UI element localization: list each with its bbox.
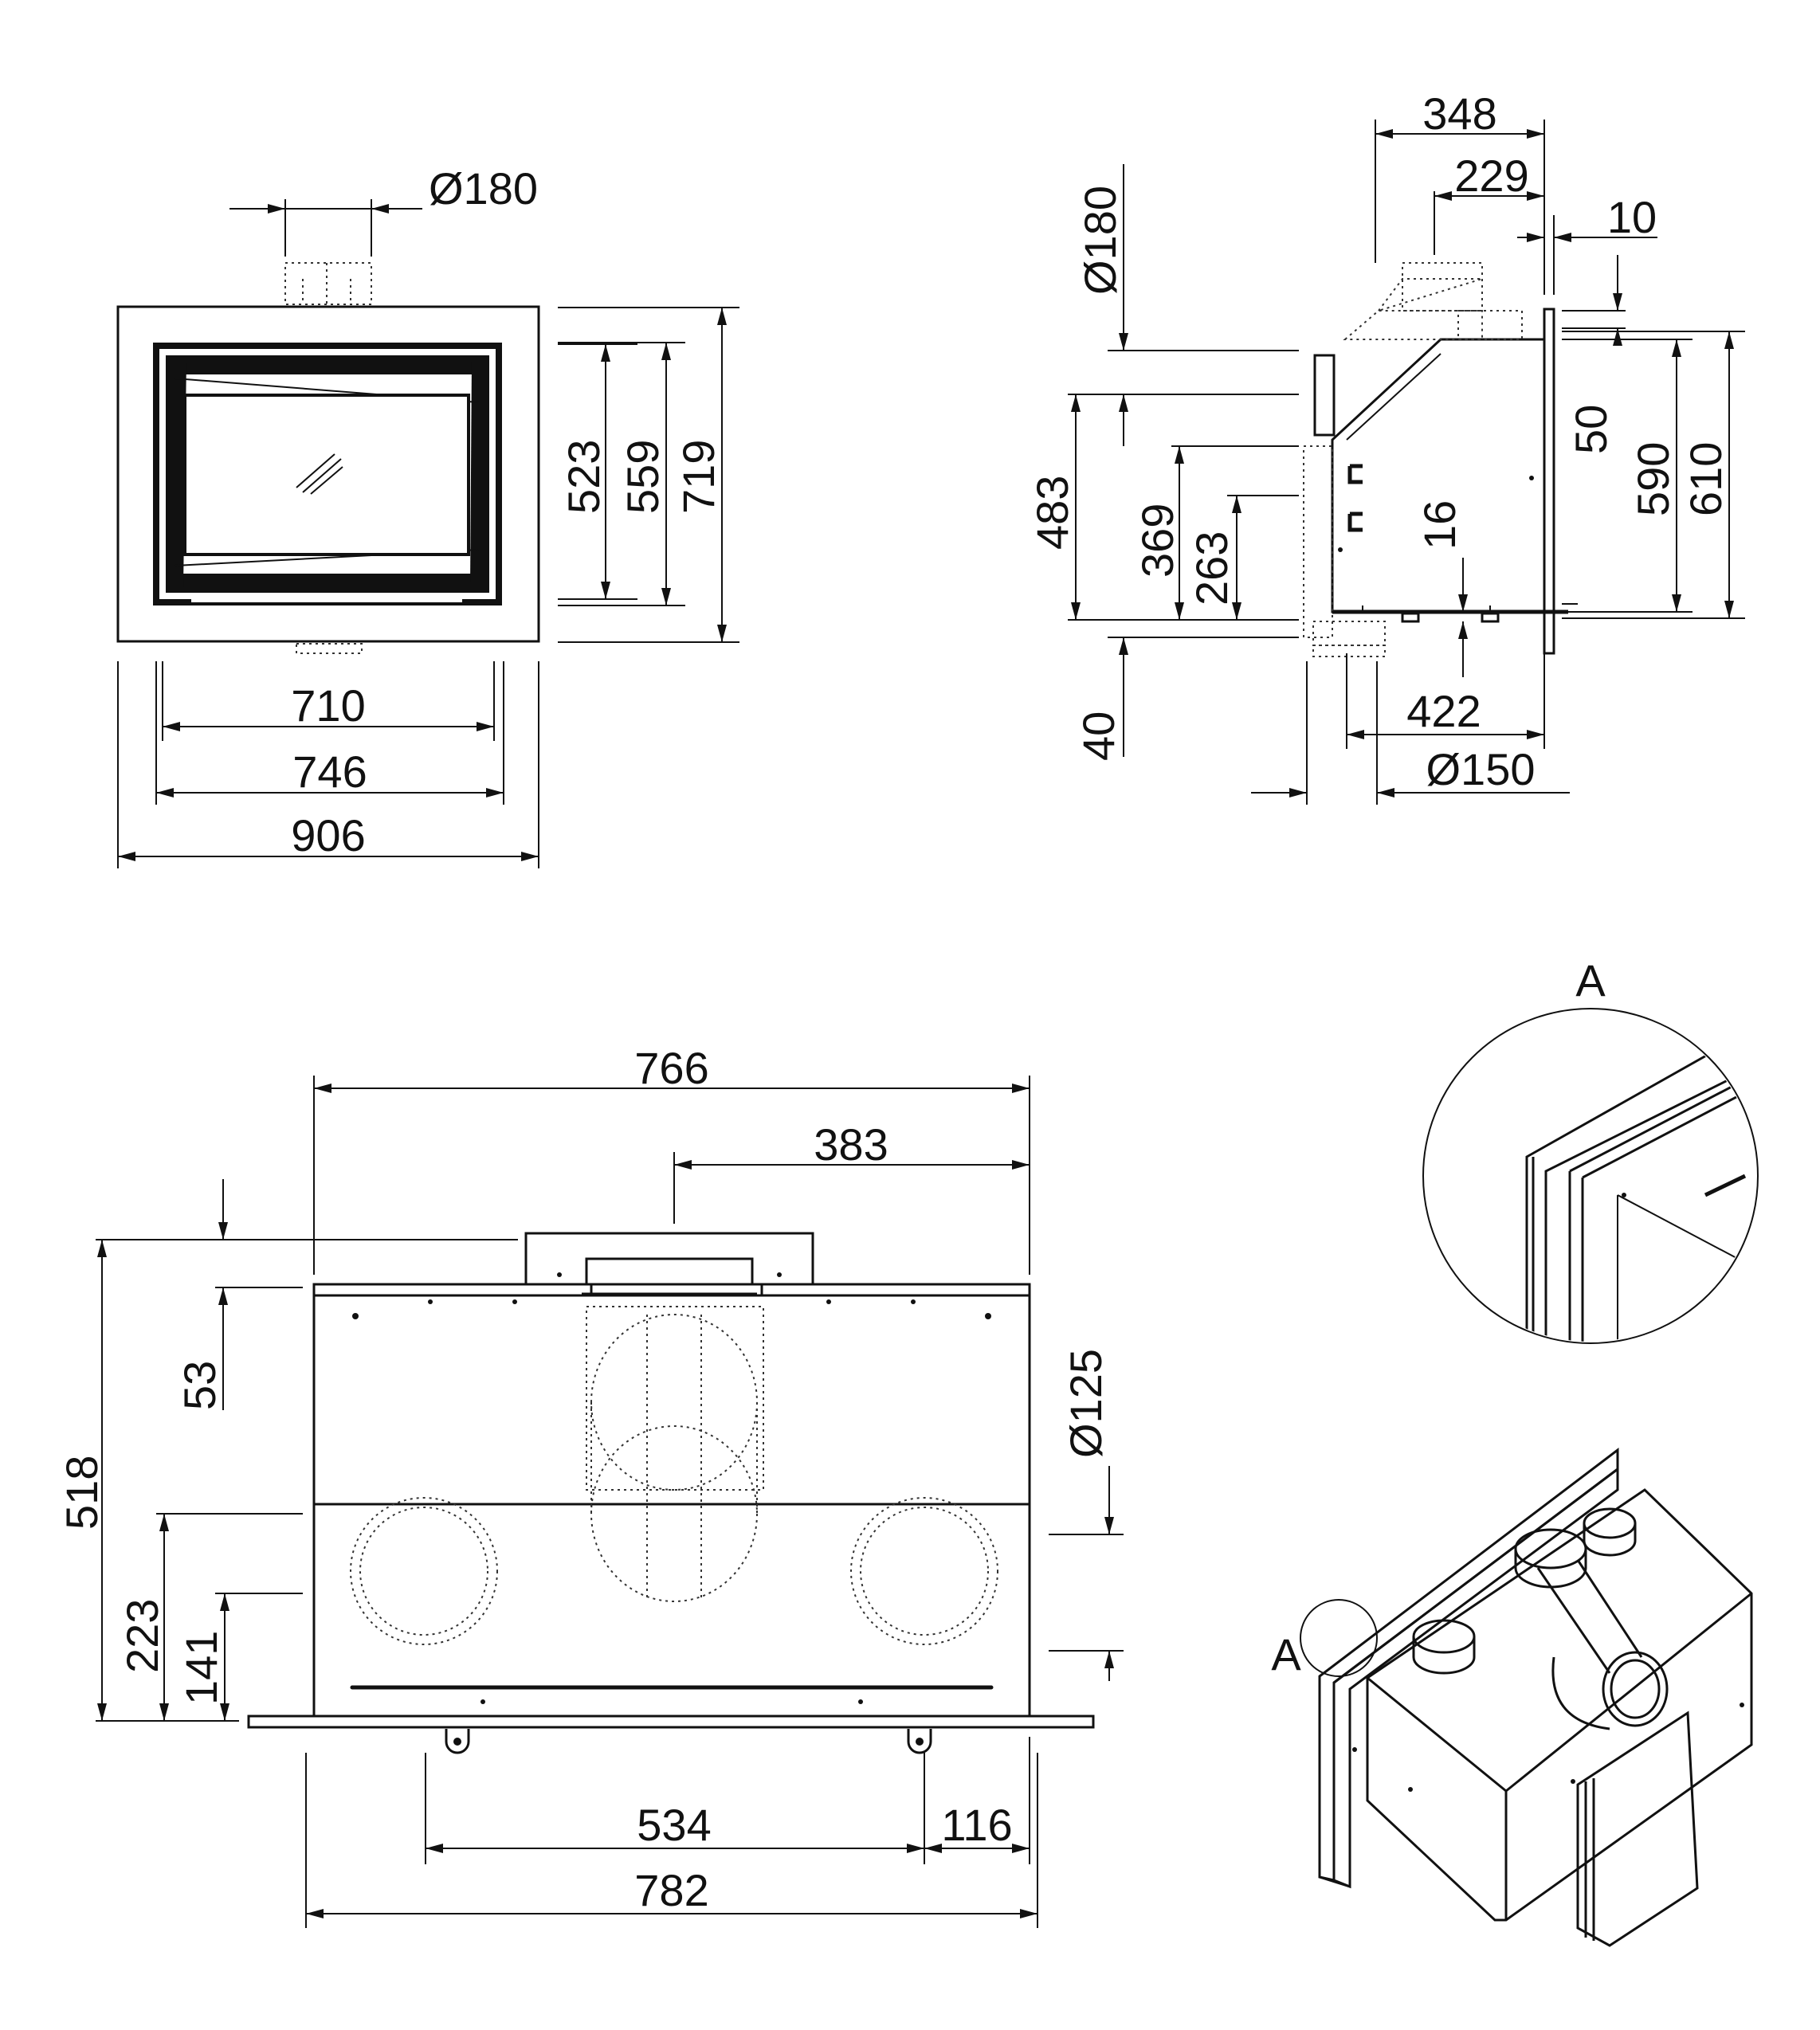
rear-dims-right: Ø125	[1049, 1349, 1124, 1681]
side-dim-16: 16	[1414, 500, 1468, 677]
side-dims-bottom: 422 Ø150	[1251, 653, 1570, 805]
rear-dims-top: 766 383	[313, 1043, 1030, 1275]
side-height-483: 483	[1027, 476, 1077, 550]
iso-view: A	[1271, 1447, 1753, 1947]
side-bottom-40: 40	[1073, 711, 1124, 761]
rear-width-782: 782	[634, 1865, 708, 1915]
front-height-559: 559	[618, 440, 668, 514]
detail-a-label: A	[1575, 955, 1606, 1005]
front-view: Ø180 523 559 719	[116, 163, 739, 868]
side-body	[1331, 338, 1546, 613]
side-height-590: 590	[1628, 442, 1678, 516]
side-flue-diameter: Ø180	[1075, 186, 1125, 295]
side-inlet-diameter: Ø150	[1426, 744, 1536, 794]
rear-screws	[352, 1272, 991, 1704]
iso-collars	[1412, 1507, 1669, 1730]
rear-feet	[445, 1729, 932, 1754]
side-offset-50: 50	[1566, 405, 1616, 454]
side-thickness-10: 10	[1607, 192, 1657, 242]
detail-a-circle	[1422, 1008, 1759, 1344]
rear-front-flange	[247, 1715, 1095, 1729]
front-height-523: 523	[559, 440, 609, 514]
rear-air-hole-left	[350, 1497, 498, 1645]
side-height-369: 369	[1132, 504, 1183, 578]
front-dim-flue: Ø180	[229, 163, 538, 257]
side-depth-348: 348	[1422, 88, 1496, 139]
rear-flue-duct	[586, 1306, 764, 1602]
side-front-plate	[1543, 308, 1555, 655]
rear-duct-diameter: Ø125	[1061, 1349, 1111, 1458]
front-width-746: 746	[292, 747, 367, 797]
iso-body	[1366, 1488, 1753, 1922]
rear-height-223: 223	[117, 1599, 167, 1673]
rear-width-766: 766	[634, 1043, 708, 1093]
rear-collar-53: 53	[175, 1361, 225, 1410]
front-flue-collar	[284, 262, 372, 305]
side-flue-collar	[1343, 262, 1523, 340]
iso-callout-a-circle	[1300, 1599, 1378, 1677]
rear-height-518: 518	[57, 1456, 107, 1530]
detail-a: A	[1422, 955, 1759, 1344]
rear-feet-534: 534	[637, 1800, 711, 1850]
side-depth-229: 229	[1454, 151, 1528, 201]
front-dim-widths: 710 746 906	[117, 661, 539, 868]
rear-dims-bottom: 534 116 782	[305, 1737, 1038, 1928]
rear-width-383: 383	[814, 1119, 888, 1170]
front-dim-heights: 523 559 719	[558, 307, 739, 643]
front-glass	[183, 394, 470, 556]
side-dims-right: 50 590 610	[1562, 255, 1745, 619]
side-offset-16: 16	[1414, 500, 1465, 550]
rear-body	[312, 1283, 1031, 1718]
front-grate	[191, 598, 462, 602]
side-air-inlet	[1303, 445, 1386, 657]
rear-offset-116: 116	[941, 1800, 1012, 1850]
front-flue-diameter-label: Ø180	[429, 163, 538, 214]
iso-callout-a-label: A	[1271, 1629, 1301, 1679]
side-depth-422: 422	[1406, 686, 1481, 736]
side-view: 348 229 10 50 590	[1027, 88, 1745, 805]
rear-dims-left: 518 53 223 141	[57, 1179, 518, 1722]
side-height-263: 263	[1187, 531, 1237, 605]
rear-view: 766 383 518 53 223	[57, 1043, 1124, 1928]
front-outer-frame	[116, 305, 540, 643]
side-height-610: 610	[1681, 442, 1731, 516]
front-height-719: 719	[673, 440, 724, 514]
side-dims-left: Ø180 483 369 263 40	[1027, 164, 1299, 761]
rear-height-141: 141	[176, 1631, 226, 1705]
rear-air-hole-right	[850, 1497, 998, 1645]
front-width-710: 710	[291, 680, 365, 731]
front-width-906: 906	[291, 810, 365, 860]
side-dims-top: 348 229 10	[1375, 88, 1657, 295]
